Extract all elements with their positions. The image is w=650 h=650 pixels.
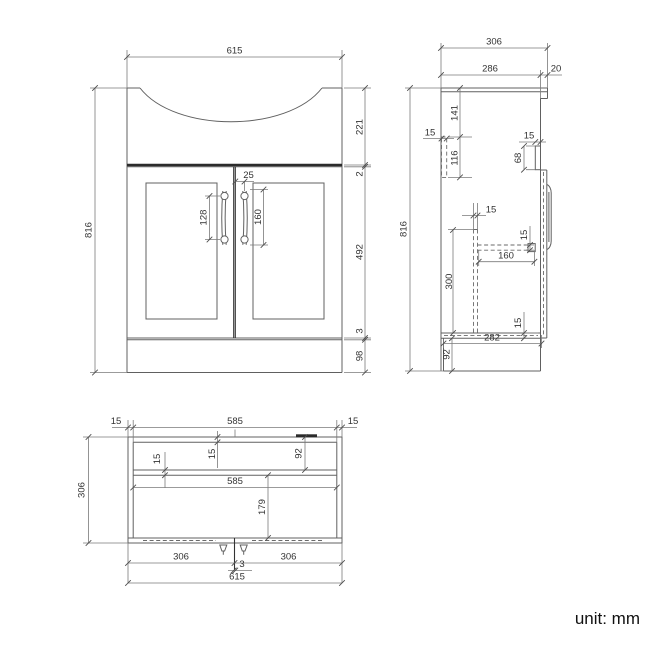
- dim-side-wall-rail-thickness: 15: [425, 128, 436, 139]
- dim-side-divider-thickness: 15: [486, 205, 497, 216]
- dim-front-plinth-height: 98: [355, 351, 366, 362]
- dim-plan-left-door-width: 306: [173, 552, 189, 563]
- dim-front-door-height: 492: [355, 244, 366, 260]
- dim-plan-door-gap: 3: [239, 559, 244, 570]
- front-extension-lines: [90, 50, 371, 373]
- right-handle-top-knob: [240, 191, 249, 201]
- left-door-panel: [145, 182, 218, 320]
- dim-plan-rail-offset: 92: [294, 448, 305, 459]
- dim-side-carcass-depth: 286: [482, 64, 498, 75]
- dim-side-bottom-depth: 282: [484, 333, 500, 344]
- dim-front-countertop-gap: 2: [355, 171, 366, 176]
- plan-view: 15 585 15 306 15 15 92 585 179 306 306 3…: [77, 416, 359, 587]
- dim-plan-back-panel-thickness: 15: [207, 449, 218, 460]
- plan-tick-marks: [85, 424, 346, 587]
- dim-side-wall-rail-height: 116: [450, 150, 461, 165]
- dim-plan-inner-width: 585: [227, 476, 243, 487]
- dim-side-overall-height: 816: [399, 221, 410, 237]
- unit-label: unit: mm: [575, 609, 640, 628]
- dim-front-door-bottom-gap: 3: [355, 328, 366, 333]
- dim-plan-overall-depth: 306: [77, 482, 88, 498]
- dim-side-bottom-thickness: 15: [513, 318, 524, 329]
- right-door-panel: [252, 182, 325, 320]
- left-hinge-icon: [219, 544, 228, 555]
- plan-extension-lines: [83, 420, 343, 583]
- left-handle-bottom-knob: [220, 235, 229, 244]
- side-view-outline: [440, 87, 548, 372]
- dim-front-handle-offset: 25: [243, 170, 254, 181]
- dim-front-handle-length: 160: [253, 209, 264, 225]
- plan-outline: [127, 436, 343, 544]
- left-handle-top-knob: [220, 191, 229, 201]
- dim-side-wall-rail-top-offset: 141: [450, 105, 461, 121]
- side-tick-marks: [406, 44, 551, 375]
- dim-front-handle-hole-spacing: 128: [199, 210, 210, 226]
- dim-side-shelf-thickness: 15: [519, 230, 530, 241]
- front-tick-marks: [91, 53, 369, 376]
- door-gap-lines: [233, 166, 236, 338]
- front-view-outline: [126, 87, 343, 373]
- right-hinge-icon: [239, 544, 248, 555]
- dim-plan-right-side-thickness: 15: [348, 416, 359, 427]
- plan-dimension-lines: [88, 427, 357, 584]
- door-handle-profile: [546, 184, 552, 250]
- dim-side-worktop-overhang: 20: [551, 64, 562, 75]
- dim-side-front-rail-thickness: 15: [524, 131, 535, 142]
- dim-front-overall-width: 615: [227, 46, 243, 57]
- dim-plan-interior-depth: 179: [257, 499, 268, 515]
- side-view: 306 286 20 816 141 15 116 15 68 15 300 1…: [399, 37, 562, 375]
- side-hidden-lines: [441, 136, 544, 337]
- dim-front-overall-height: 816: [84, 222, 95, 238]
- dim-side-overall-depth: 306: [486, 37, 502, 48]
- dim-side-divider-height: 300: [444, 274, 455, 290]
- dim-plan-inner-width-top: 585: [227, 416, 243, 427]
- dim-plan-rail-thickness: 15: [152, 454, 163, 465]
- dim-side-plinth-height: 92: [442, 349, 453, 360]
- basin-curve: [139, 87, 323, 123]
- dim-plan-left-side-thickness: 15: [111, 416, 122, 427]
- dim-front-basin-height: 221: [355, 119, 366, 135]
- dim-side-shelf-depth: 160: [498, 251, 514, 262]
- dim-plan-overall-width: 615: [229, 572, 245, 583]
- dim-plan-right-door-width: 306: [281, 552, 297, 563]
- plan-interior-lines: [128, 441, 342, 539]
- front-rail: [534, 145, 541, 171]
- front-view: 615 816 221 2 492 3 98 25 128 160: [84, 46, 371, 376]
- dim-side-front-rail-height: 68: [513, 153, 524, 164]
- right-handle-bottom-knob: [240, 235, 249, 244]
